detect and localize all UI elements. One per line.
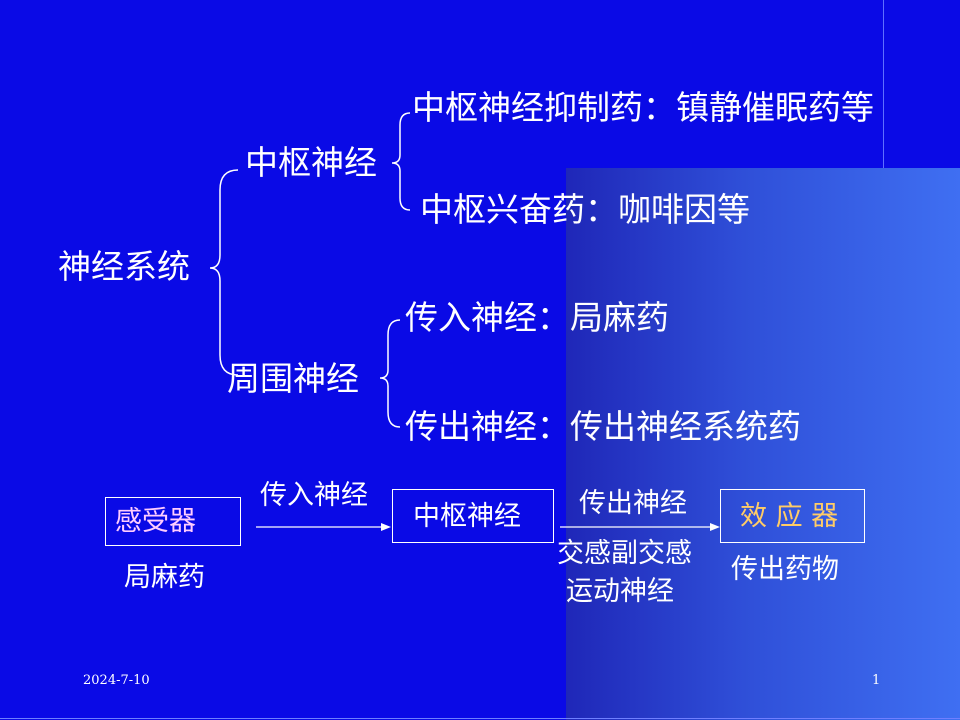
efferent-arrowhead bbox=[710, 523, 720, 531]
root-brace bbox=[209, 169, 239, 376]
gradient-panel bbox=[566, 168, 960, 720]
center-box: 中枢神经 bbox=[392, 489, 554, 543]
decorative-vertical-line bbox=[883, 0, 884, 168]
effector-box: 效 应 器 bbox=[720, 489, 865, 543]
central-item-depressant: 中枢神经抑制药：镇静催眠药等 bbox=[412, 88, 874, 127]
effector-label: 效 应 器 bbox=[740, 500, 839, 532]
efferent-label: 传出神经 bbox=[579, 488, 687, 519]
center-label: 中枢神经 bbox=[413, 500, 521, 532]
efferent-note-line1: 交感副交感 bbox=[557, 538, 692, 569]
page-number: 1 bbox=[872, 673, 881, 688]
decorative-bottom-line bbox=[0, 718, 960, 719]
peripheral-item-efferent: 传出神经：传出神经系统药 bbox=[405, 407, 801, 446]
afferent-arrowhead bbox=[381, 523, 391, 531]
afferent-label: 传入神经 bbox=[260, 480, 368, 511]
receptor-label: 感受器 bbox=[115, 506, 196, 537]
footer-date: 2024-7-10 bbox=[83, 673, 150, 688]
central-label: 中枢神经 bbox=[245, 143, 377, 182]
receptor-note: 局麻药 bbox=[124, 562, 205, 593]
efferent-note-line2: 运动神经 bbox=[566, 576, 674, 607]
peripheral-item-afferent: 传入神经：局麻药 bbox=[405, 298, 669, 337]
root-label: 神经系统 bbox=[58, 247, 190, 286]
effector-note: 传出药物 bbox=[731, 554, 839, 585]
peripheral-label: 周围神经 bbox=[227, 359, 359, 398]
central-brace bbox=[391, 112, 411, 211]
peripheral-brace bbox=[379, 319, 401, 428]
receptor-box: 感受器 bbox=[105, 497, 241, 546]
central-item-stimulant: 中枢兴奋药：咖啡因等 bbox=[420, 190, 750, 229]
